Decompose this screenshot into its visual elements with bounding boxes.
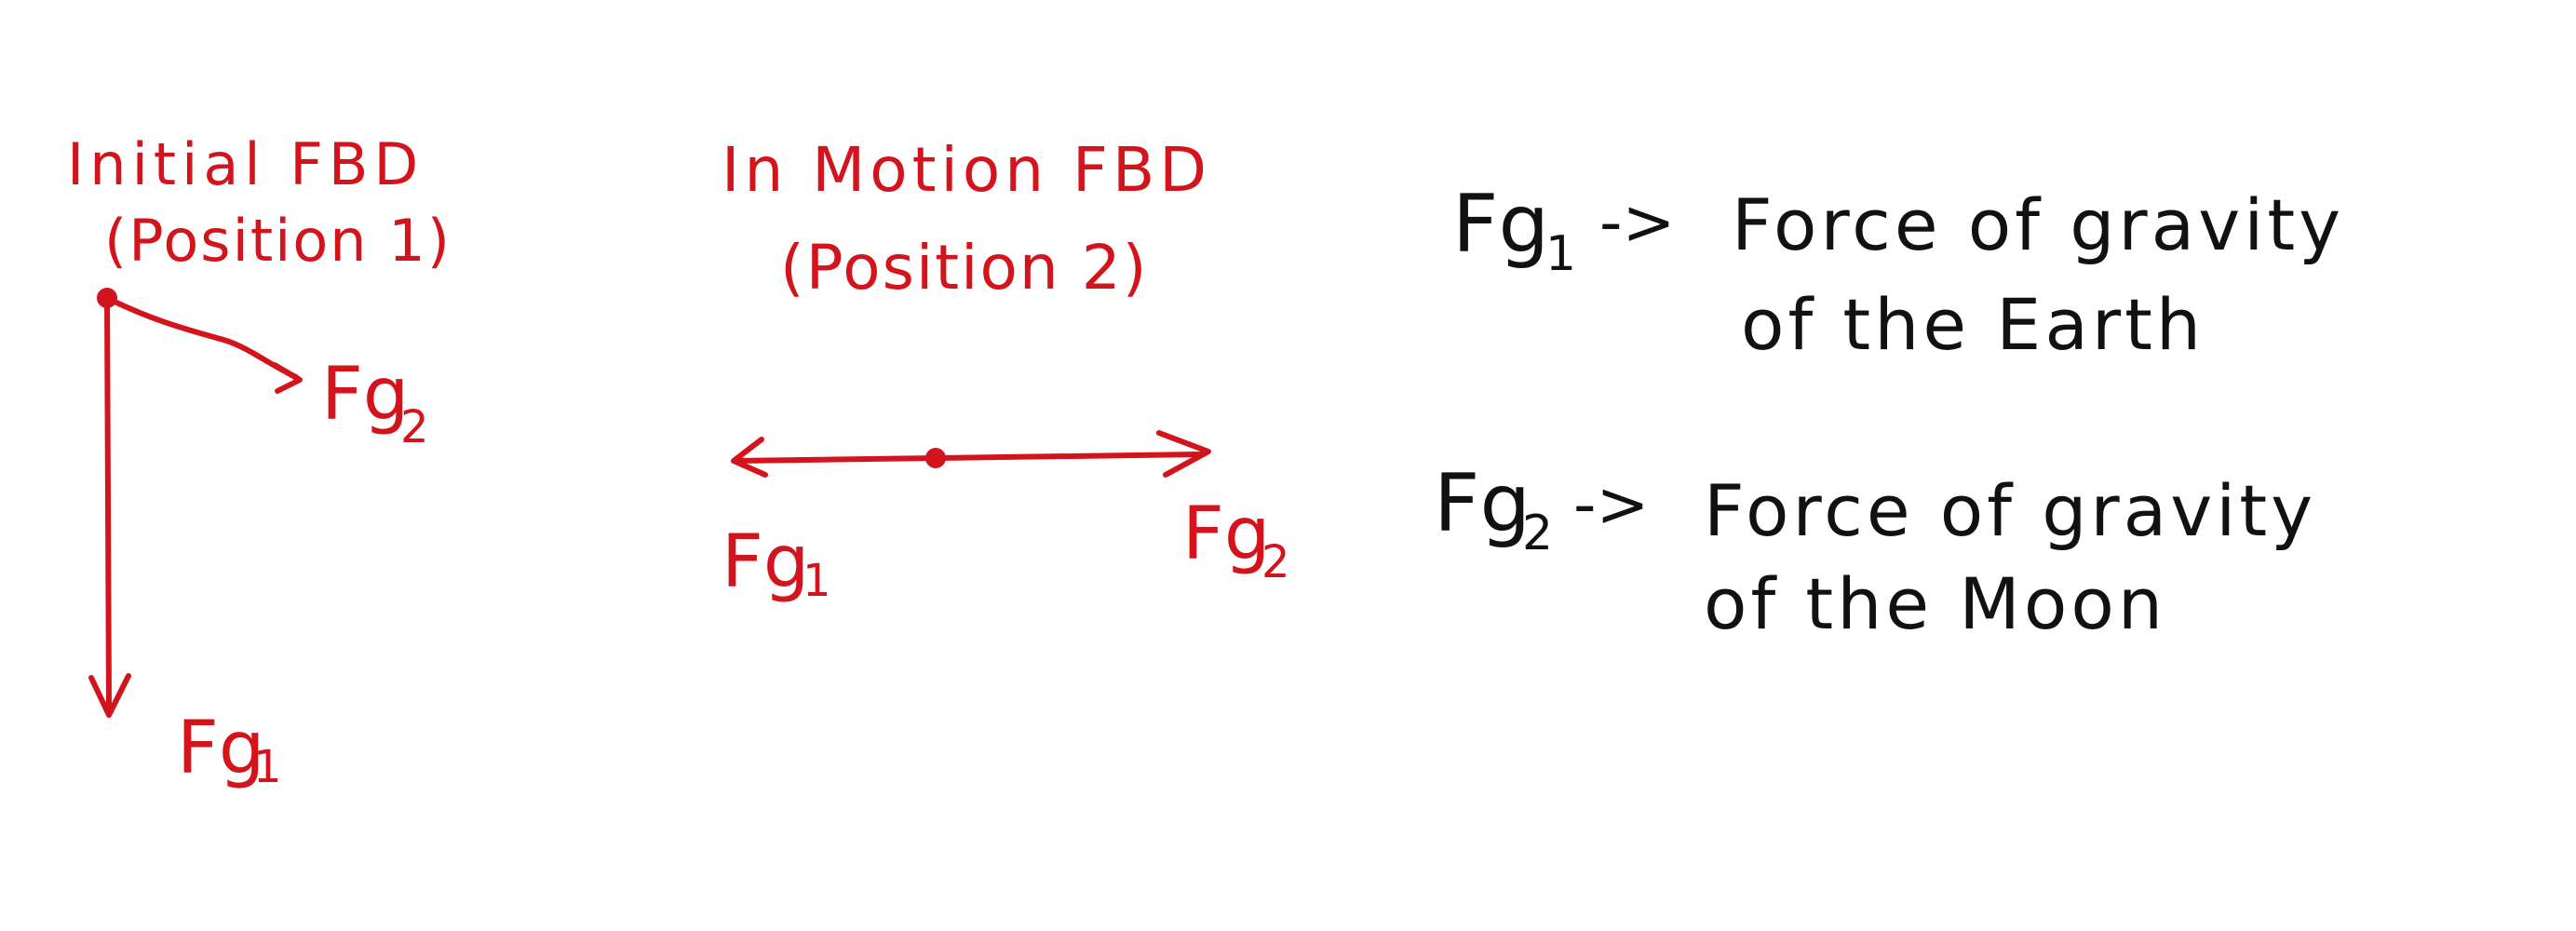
legend-fg1-line2: of the Earth: [1741, 283, 2205, 366]
initial-fg2-arrowhead: [272, 362, 303, 394]
motion-fbd-subtitle: (Position 2): [780, 232, 1148, 304]
motion-fg2-arrowhead: [1156, 430, 1211, 478]
legend-fg2-subscript: 2: [1522, 506, 1553, 561]
legend-fg2-line1: Force of gravity: [1704, 469, 2316, 552]
legend: Fg 1 -> Force of gravity of the Earth Fg…: [1434, 178, 2344, 645]
initial-fbd: Initial FBD (Position 1) Fg 2 Fg 1: [67, 130, 452, 793]
motion-fg2-arrow: [933, 452, 1204, 461]
legend-fg2-symbol: Fg: [1434, 457, 1531, 550]
initial-fg2-subscript: 2: [400, 401, 429, 453]
legend-fg2-arrow: ->: [1573, 468, 1650, 542]
motion-fbd: In Motion FBD (Position 2) Fg 1 Fg 2: [722, 134, 1290, 607]
motion-fg1-subscript: 1: [802, 555, 831, 607]
initial-fbd-subtitle: (Position 1): [104, 207, 452, 275]
legend-fg1: Fg 1 -> Force of gravity of the Earth: [1452, 178, 2344, 366]
legend-fg2: Fg 2 -> Force of gravity of the Moon: [1434, 457, 2316, 645]
motion-fbd-title: In Motion FBD: [722, 134, 1211, 206]
initial-fg1-label: Fg: [177, 707, 264, 790]
initial-fg2-arrow: [104, 295, 299, 380]
legend-fg2-line2: of the Moon: [1704, 562, 2166, 645]
motion-fg2-subscript: 2: [1261, 536, 1290, 588]
initial-fg1-subscript: 1: [253, 741, 282, 793]
motion-fg2-label: Fg: [1182, 492, 1270, 576]
legend-fg1-symbol: Fg: [1452, 178, 1549, 271]
initial-fg1-arrow: [104, 295, 112, 710]
motion-fg1-arrowhead: [731, 437, 768, 478]
initial-fbd-title: Initial FBD: [67, 130, 424, 198]
motion-object-point: [925, 448, 946, 468]
initial-fg1-arrowhead: [88, 673, 131, 718]
legend-fg1-arrow: ->: [1599, 186, 1676, 260]
legend-fg1-subscript: 1: [1545, 226, 1576, 282]
motion-fg1-label: Fg: [722, 520, 809, 604]
motion-fg1-arrow: [733, 455, 938, 464]
legend-fg1-line1: Force of gravity: [1732, 183, 2344, 266]
initial-fg2-label: Fg: [321, 353, 409, 437]
